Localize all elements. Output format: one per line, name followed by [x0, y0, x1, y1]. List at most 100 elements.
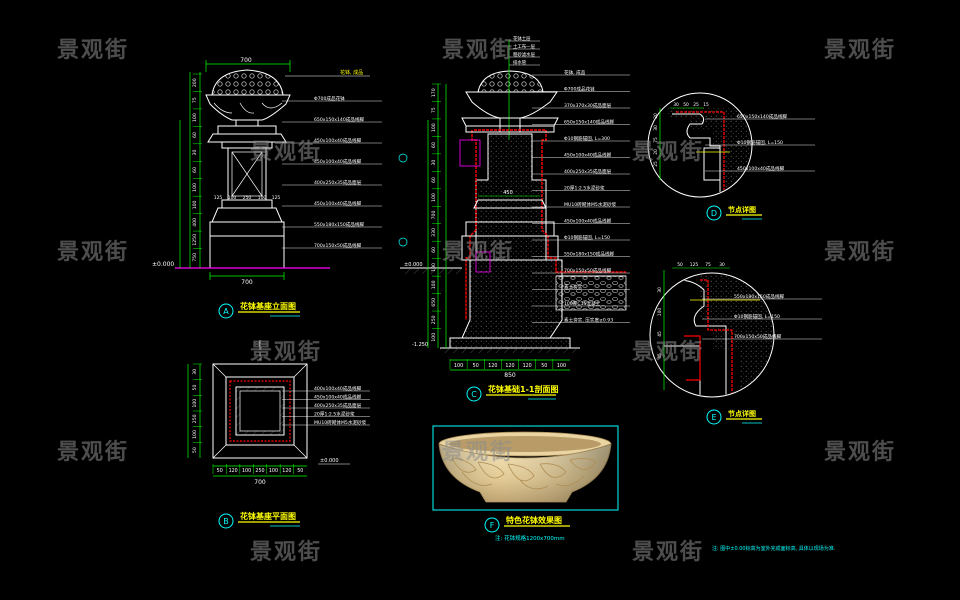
view-c-top-dim: 450 [503, 190, 513, 196]
watermark: 景观街 [824, 240, 897, 265]
view-a-height-dim: 60 [192, 167, 198, 173]
view-e-dim: 50 [677, 262, 683, 268]
view-d-dim: 30 [673, 102, 679, 108]
view-c-height-dim: 60 [431, 142, 437, 148]
watermark: 景观街 [632, 540, 705, 565]
view-c-height-dim: 100 [431, 263, 437, 272]
view-b-bottom-dim: 50 [297, 468, 303, 474]
view-c-gravel [555, 275, 627, 311]
view-a-bowl [205, 94, 291, 121]
view-b-bottom-dim: 250 [255, 468, 264, 474]
view-e-dim: 75 [705, 262, 711, 268]
view-a-height-dim: 200 [192, 78, 198, 87]
view-a-top-width: 700 [240, 57, 252, 64]
view-c-top-note: 花钵土层 [513, 35, 531, 42]
view-a-top-note: 花钵, 成品 [340, 69, 363, 76]
view-b-callout: 400x250x35成品面层 [314, 402, 362, 409]
watermark: 景观街 [250, 140, 323, 165]
view-c-height-dim: 75 [431, 107, 437, 113]
view-b-bottom-dim: 100 [269, 468, 278, 474]
watermark: 景观街 [57, 38, 130, 63]
view-b-elevation: ±0.000 [320, 458, 339, 464]
view-b-callout: 20厚1:2.5水泥砂浆 [314, 411, 355, 418]
view-b-bottom-dim: 100 [242, 468, 251, 474]
view-c-callout: 花钵, 成品 [564, 69, 586, 76]
view-a-callout: 550x180x150成品线脚 [314, 221, 365, 228]
view-c-bottom-dim: 120 [488, 363, 497, 369]
view-a-cap [217, 125, 277, 135]
view-c-callout: 素土夯实 [564, 284, 583, 291]
view-d-dim: 15 [703, 102, 709, 108]
view-f-render: F 特色花钵效果图 注: 花钵规格1200x700mm [432, 425, 619, 542]
view-c-callout: 370x370x30成品面层 [564, 102, 612, 109]
view-c-bottom-dim: 50 [473, 363, 479, 369]
watermark: 景观街 [632, 140, 705, 165]
view-c-height-dim: 60 [431, 247, 437, 253]
view-a-elevation: ±0.000 700 700 2007510060306010010040012… [152, 57, 382, 319]
view-c-callout: 20厚1:2.5水泥砂浆 [564, 185, 605, 192]
view-a-bottom-width: 700 [241, 279, 253, 286]
view-e-letter: E [711, 413, 716, 422]
view-c-bottom-dim: 50 [541, 363, 547, 369]
view-c-lower-elevation: -1.250 [412, 342, 428, 348]
view-d-dim: 30 [653, 125, 659, 131]
view-a-callout: 450x100x40成品线脚 [314, 200, 362, 207]
view-c-top-note: 粗砂滤水层 [513, 51, 536, 58]
view-c-height-dim: 30 [431, 160, 437, 166]
view-c-height-dim: 100 [431, 193, 437, 202]
view-b-callout: 450x100x40成品线脚 [314, 394, 362, 401]
view-f-title: 特色花钵效果图 [506, 515, 562, 525]
view-d-letter: D [711, 209, 717, 218]
view-c-callout: 550x180x150成品线脚 [564, 251, 615, 258]
view-c-footing [449, 337, 571, 349]
watermark: 景观街 [442, 240, 515, 265]
view-c-callout: 450x100x40成品线脚 [564, 152, 612, 159]
general-note: 注: 图中±0.00标高为室外完成面标高, 具体以现场为准. [712, 545, 836, 552]
view-c-height-dim: 250 [431, 315, 437, 324]
view-b-side-dim: 50 [192, 447, 198, 453]
view-c-callout: 400x250x35成品面层 [564, 168, 612, 175]
view-e-callout: Φ10钢筋锚固, L=150 [734, 313, 780, 320]
view-d-callout: 450x100x40成品线脚 [737, 165, 785, 172]
view-f-subtitle: 注: 花钵规格1200x700mm [495, 534, 565, 542]
view-d-callout: Φ10钢筋锚固, L=150 [737, 139, 783, 146]
view-d-dim: 25 [693, 102, 699, 108]
view-e-circle [649, 272, 775, 398]
view-c-callout: 650x150x140成品线脚 [564, 119, 615, 126]
view-a-inner-dim: 100 [258, 195, 267, 201]
view-d-dim: 75 [653, 137, 659, 143]
view-b-side-dim: 100 [192, 399, 198, 408]
view-b-callouts: 400x100x40成品线脚 450x100x40成品线脚400x250x35成品… [282, 385, 370, 426]
view-e-dim: 125 [690, 262, 699, 268]
watermark: 景观街 [442, 38, 515, 63]
view-b-callout: 400x100x40成品线脚 [314, 385, 362, 392]
view-a-letter: A [223, 307, 229, 316]
view-f-letter: F [490, 521, 495, 530]
view-a-height-dim: 1250 [192, 234, 198, 246]
view-b-bottom-dim: 120 [229, 468, 238, 474]
view-c-height-dim: 100 [431, 123, 437, 132]
view-a-callout: Φ700成品花钵 [314, 95, 345, 102]
view-a-title: 花钵基座立面图 [240, 301, 296, 311]
view-a-inner-dim: 100 [228, 195, 237, 201]
watermark: 景观街 [57, 440, 130, 465]
view-d-dim: 20 [653, 149, 659, 155]
view-a-inner-dim: 125 [272, 195, 281, 201]
view-a-height-dim: 75 [192, 97, 198, 103]
view-e-title: 节点详图 [728, 409, 756, 418]
view-b-bottom-dim: 50 [217, 468, 223, 474]
view-c-height-dim: 170 [431, 88, 437, 97]
view-c-callout: 450x100x40成品线脚 [564, 218, 612, 225]
view-e-dim: 45 [657, 331, 663, 337]
svg-text:1: 1 [258, 342, 261, 348]
